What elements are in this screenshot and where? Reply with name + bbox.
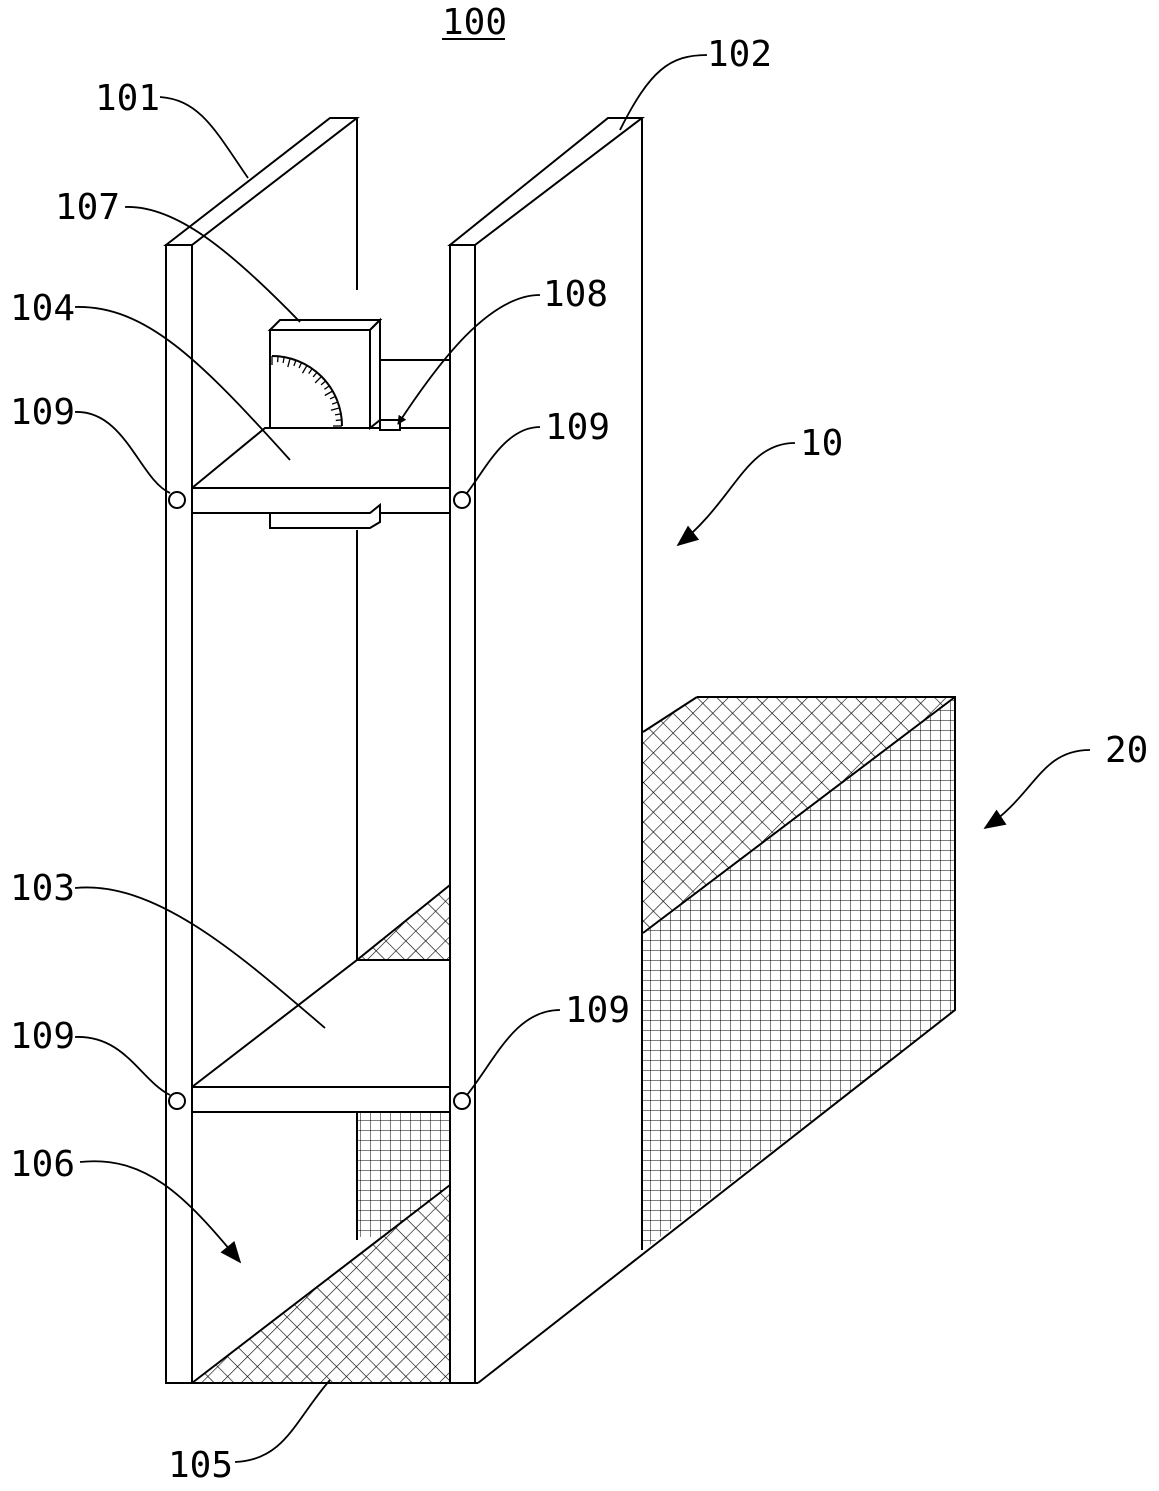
angle-gauge bbox=[270, 320, 400, 430]
left-plate bbox=[166, 118, 357, 960]
label-103: 103 bbox=[10, 868, 75, 909]
label-101: 101 bbox=[95, 78, 160, 119]
gauge-tick bbox=[278, 356, 279, 362]
label-107: 107 bbox=[55, 187, 120, 228]
label-104: 104 bbox=[10, 288, 75, 329]
lower-platform bbox=[192, 960, 450, 1112]
label-109-bottom-left: 109 bbox=[10, 1016, 75, 1057]
pivot-top-left bbox=[169, 492, 185, 508]
label-100: 100 bbox=[442, 2, 507, 43]
label-102: 102 bbox=[707, 34, 772, 75]
label-105: 105 bbox=[168, 1445, 233, 1486]
pivot-top-right bbox=[454, 492, 470, 508]
pivot-bottom-left bbox=[169, 1093, 185, 1109]
label-109-bottom-right: 109 bbox=[565, 990, 630, 1031]
label-10: 10 bbox=[800, 423, 843, 464]
label-20: 20 bbox=[1105, 730, 1148, 771]
gauge-tick bbox=[336, 420, 342, 421]
label-109-top-right: 109 bbox=[545, 407, 610, 448]
label-108: 108 bbox=[543, 274, 608, 315]
slope-body bbox=[478, 697, 955, 1383]
bottom-wedge bbox=[166, 1185, 478, 1383]
label-109-top-left: 109 bbox=[10, 392, 75, 433]
label-106: 106 bbox=[10, 1144, 75, 1185]
